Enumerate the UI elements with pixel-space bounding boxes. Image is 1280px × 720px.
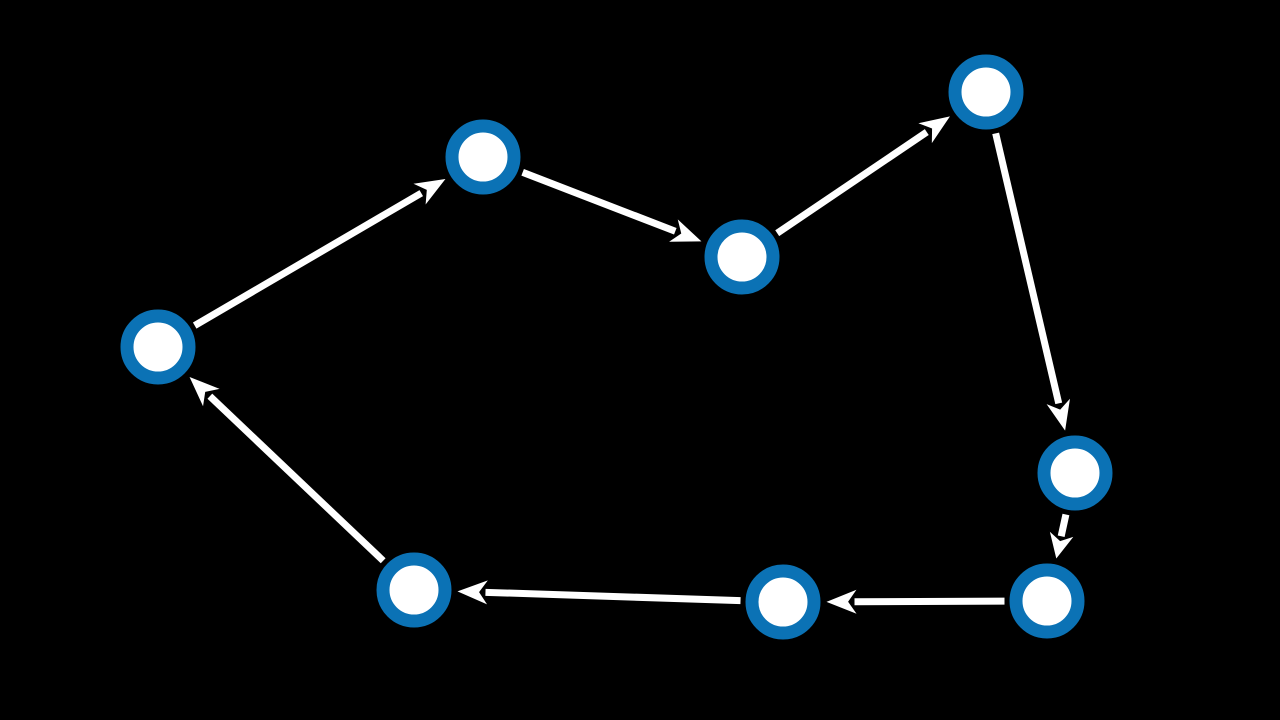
edge-line bbox=[521, 169, 677, 235]
graph-node[interactable] bbox=[704, 219, 780, 295]
edge-line bbox=[992, 132, 1063, 405]
edge-arrowhead-icon bbox=[457, 580, 488, 605]
edge-arrowhead-icon bbox=[1046, 398, 1070, 431]
edge-line bbox=[854, 597, 1005, 606]
graph-edge bbox=[775, 116, 950, 237]
node-circle[interactable] bbox=[1037, 435, 1113, 511]
graph-node[interactable] bbox=[745, 564, 821, 640]
graph-edge bbox=[992, 132, 1070, 431]
graph-node[interactable] bbox=[376, 552, 452, 628]
node-circle[interactable] bbox=[120, 309, 196, 385]
edge-line bbox=[192, 190, 424, 329]
graph-node[interactable] bbox=[1037, 435, 1113, 511]
edge-line bbox=[775, 129, 929, 237]
node-layer bbox=[120, 54, 1113, 640]
edge-layer bbox=[189, 116, 1074, 614]
edge-arrowhead-icon bbox=[826, 589, 857, 614]
graph-node[interactable] bbox=[1009, 563, 1085, 639]
graph-edge bbox=[521, 169, 702, 242]
node-circle[interactable] bbox=[704, 219, 780, 295]
edge-line bbox=[485, 588, 741, 605]
edge-arrowhead-icon bbox=[918, 116, 950, 144]
graph-edge bbox=[192, 178, 446, 329]
graph-node[interactable] bbox=[948, 54, 1024, 130]
edge-arrowhead-icon bbox=[1049, 531, 1074, 559]
edge-arrowhead-icon bbox=[669, 219, 702, 242]
edge-line bbox=[1057, 513, 1070, 538]
node-circle[interactable] bbox=[445, 119, 521, 195]
node-circle[interactable] bbox=[376, 552, 452, 628]
edge-line bbox=[207, 393, 386, 564]
graph-edge bbox=[826, 589, 1005, 614]
graph-node[interactable] bbox=[445, 119, 521, 195]
graph-edge bbox=[457, 580, 741, 605]
node-circle[interactable] bbox=[948, 54, 1024, 130]
node-circle[interactable] bbox=[745, 564, 821, 640]
graph-node[interactable] bbox=[120, 309, 196, 385]
graph-edge bbox=[1049, 513, 1074, 559]
edge-arrowhead-icon bbox=[189, 376, 220, 407]
node-circle[interactable] bbox=[1009, 563, 1085, 639]
edge-arrowhead-icon bbox=[413, 178, 446, 205]
graph-edge bbox=[189, 376, 386, 564]
